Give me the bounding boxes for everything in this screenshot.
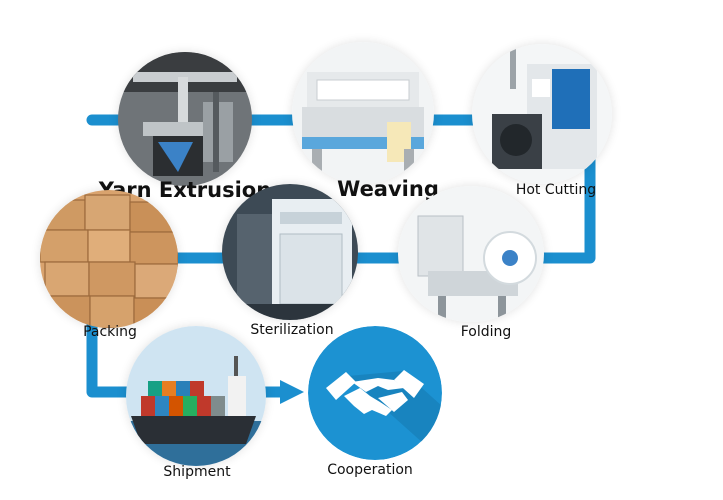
folding-label: Folding (460, 324, 512, 340)
cooperation-label: Cooperation (327, 462, 413, 478)
handshake-icon (308, 326, 442, 460)
weaving-circle (292, 42, 434, 184)
yarn-extrusion-circle (118, 52, 252, 186)
flow-arrow-head (280, 380, 304, 404)
sterilization-circle (222, 184, 358, 320)
hot-cutting-circle (472, 44, 612, 184)
packing-label: Packing (83, 324, 137, 340)
sterilization-cabinet-photo (222, 184, 358, 320)
shipment-circle (126, 326, 266, 466)
yarn-extrusion-machine-photo (118, 52, 252, 186)
shipment-label: Shipment (163, 464, 231, 480)
weaving-loom-photo (292, 42, 434, 184)
hot-cutting-machine-photo (472, 44, 612, 184)
cooperation-circle (308, 326, 442, 460)
folding-machine-photo (398, 186, 544, 322)
weaving-label: Weaving (337, 177, 439, 201)
hot-cutting-label: Hot Cutting (515, 182, 597, 198)
packing-circle (40, 190, 178, 328)
container-ship-photo (126, 326, 266, 466)
folding-circle (398, 186, 544, 322)
cardboard-boxes-photo (40, 190, 178, 328)
sterilization-label: Sterilization (250, 322, 334, 338)
